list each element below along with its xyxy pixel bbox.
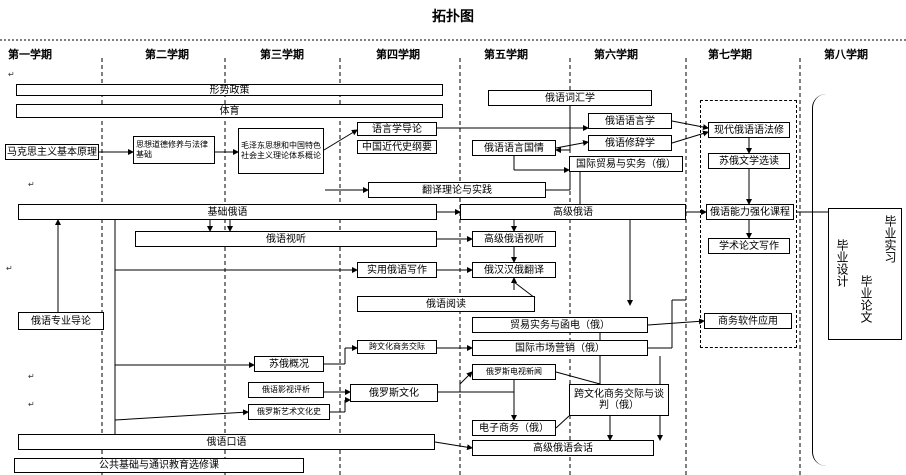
- course-sixiang-daode: 思想道德修养与法律基础: [133, 136, 215, 164]
- term-2-header: 第二学期: [145, 48, 189, 61]
- course-gonggong-xuanxiu: 公共基础与通识教育选修课: [14, 458, 304, 473]
- course-gaoji-shiting: 高级俄语视听: [472, 231, 556, 247]
- connector-arrow: [434, 441, 473, 451]
- paragraph-mark: ↵: [28, 180, 35, 189]
- course-yuyanxue-daolun: 语言学导论: [357, 122, 437, 136]
- final-brace: [812, 94, 826, 466]
- course-tiyu: 体育: [16, 104, 443, 118]
- course-shichang-yingxiao: 国际市场营销（俄）: [472, 340, 648, 356]
- term-7-header: 第七学期: [708, 48, 752, 61]
- graduation-design: 毕业设计: [835, 239, 849, 287]
- connector-line: [513, 281, 536, 299]
- course-nengli-qianghua: 俄语能力强化课程: [706, 204, 794, 220]
- course-eyu-kouyu: 俄语口语: [18, 434, 435, 450]
- connector-line: [555, 371, 601, 385]
- paragraph-mark: ↵: [28, 372, 35, 381]
- course-gaoji-huihua: 高级俄语会话: [472, 440, 654, 456]
- course-cihuixue: 俄语词汇学: [488, 90, 652, 106]
- course-yingshi-pingxi: 俄语影视评析: [248, 382, 324, 398]
- course-xiucixue: 俄语修辞学: [588, 135, 672, 151]
- course-xueshu-xiezuo: 学术论文写作: [708, 238, 790, 254]
- graduation-thesis: 毕业论文: [859, 275, 873, 323]
- course-jichu-eyu: 基础俄语: [18, 204, 437, 220]
- graduation-internship: 毕业实习: [883, 215, 897, 263]
- connector-arrow: [671, 120, 709, 130]
- course-eluosi-wenhua: 俄罗斯文化: [350, 384, 438, 402]
- course-makesi-yuanli: 马克思主义基本原理: [5, 144, 99, 160]
- course-zhuanye-daolun: 俄语专业导论: [18, 312, 104, 330]
- connector-arrow: [647, 318, 705, 326]
- course-guomao-shiwu: 国际贸易与实务（俄）: [569, 156, 683, 172]
- final-stage-box: 毕业实习 毕业设计 毕业论文: [828, 208, 902, 340]
- term-6-header: 第六学期: [594, 48, 638, 61]
- course-fanyi-lilun: 翻译理论与实践: [368, 182, 546, 198]
- term7-group: [700, 100, 797, 348]
- paragraph-mark: ↵: [28, 400, 35, 409]
- course-kuawenhua-tanpan: 跨文化商务交际与谈判（俄）: [569, 384, 669, 416]
- connector-arrow: [114, 409, 249, 421]
- term-5-header: 第五学期: [484, 48, 528, 61]
- connector-line: [555, 415, 570, 429]
- course-han-yi: 俄汉汉俄翻译: [472, 262, 556, 278]
- term-8-header: 第八学期: [824, 48, 868, 61]
- term-4-header: 第四学期: [376, 48, 420, 61]
- connector-arrow: [323, 129, 358, 151]
- course-eyu-yuedu: 俄语阅读: [357, 296, 535, 312]
- course-xiandai-yufa: 现代俄语语法修: [708, 122, 790, 138]
- diagram-title: 拓扑图: [432, 9, 474, 25]
- course-maozedong-sixiang: 毛泽东思想和中国特色社会主义理论体系概论: [238, 128, 324, 174]
- term-1-header: 第一学期: [8, 48, 52, 61]
- course-sue-gaikuang: 苏俄概况: [254, 356, 324, 372]
- connector-arrow: [555, 139, 589, 149]
- course-dianshi-xinwen: 俄罗斯电视新闻: [472, 364, 556, 380]
- connector-arrow: [459, 371, 473, 385]
- course-yishu-wenhuashi: 俄罗斯艺术文化史: [248, 404, 330, 420]
- course-jindaishi: 中国近代史纲要: [357, 140, 437, 154]
- course-dianzi-shangwu: 电子商务（俄）: [472, 420, 556, 436]
- course-eyu-shiting: 俄语视听: [135, 231, 437, 247]
- course-yuyan-guoqing: 俄语语言国情: [472, 140, 556, 156]
- course-yuyanxue: 俄语语言学: [588, 113, 672, 129]
- connector-arrow: [671, 130, 709, 144]
- course-shangwu-ruanjian: 商务软件应用: [704, 313, 792, 329]
- paragraph-mark: ↵: [8, 70, 15, 79]
- course-gaoji-eyu: 高级俄语: [460, 204, 686, 220]
- course-suewenxue: 苏俄文学选读: [708, 153, 790, 169]
- paragraph-mark: ↵: [6, 264, 13, 273]
- course-shiyong-xiezuo: 实用俄语写作: [357, 262, 437, 278]
- course-kuawenhua-jiaoji: 跨文化商务交际: [357, 340, 437, 354]
- course-maoyi-handian: 贸易实务与函电（俄）: [472, 317, 648, 333]
- course-xingshi-zhengce: 形势政策: [16, 84, 443, 96]
- term-3-header: 第三学期: [260, 48, 304, 61]
